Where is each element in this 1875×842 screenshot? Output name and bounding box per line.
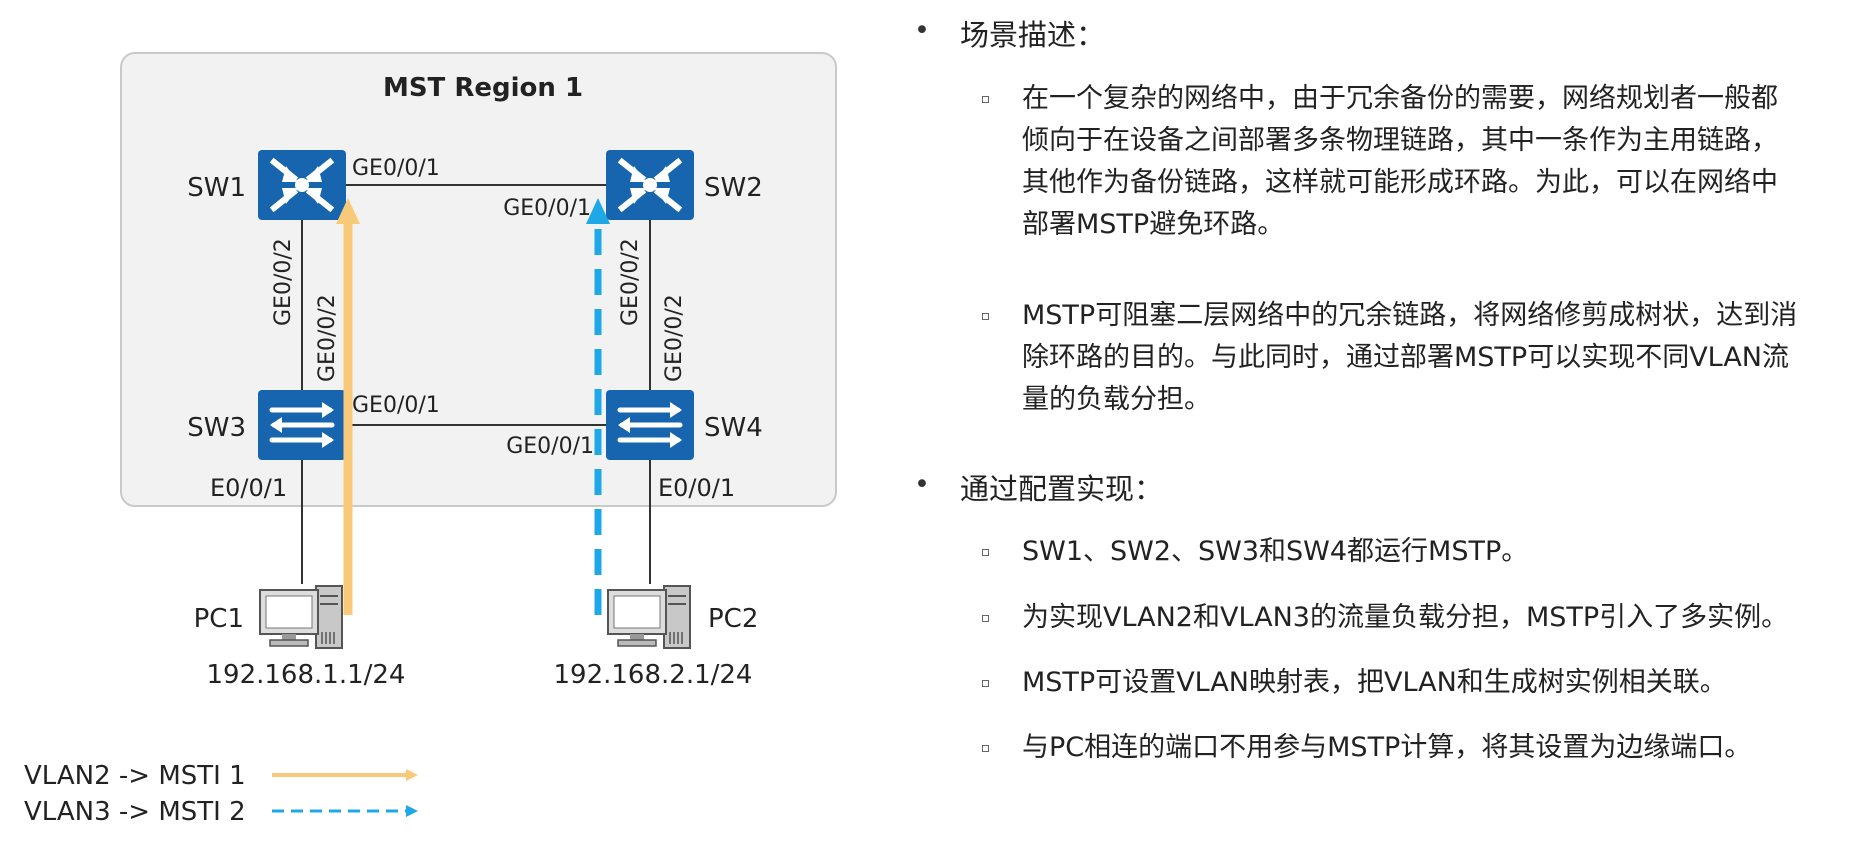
item-marker (982, 615, 989, 622)
implementation-item-2: 为实现VLAN2和VLAN3的流量负载分担，MSTP引入了多实例。 (1022, 602, 1789, 633)
item-marker (982, 96, 989, 103)
section-heading-scenario: 场景描述： (960, 18, 1106, 52)
port-sw3-e001: E0/0/1 (210, 474, 287, 502)
implementation-item-3: MSTP可设置VLAN映射表，把VLAN和生成树实例相关联。 (1022, 667, 1727, 698)
port-sw4-ge001: GE0/0/1 (506, 434, 594, 459)
sw3-label: SW3 (187, 413, 246, 443)
implementation-item-4: 与PC相连的端口不用参与MSTP计算，将其设置为边缘端口。 (1022, 732, 1752, 763)
sw2-core-switch-icon[interactable] (606, 150, 694, 220)
sw2-label: SW2 (704, 173, 763, 203)
sw1-core-switch-icon[interactable] (258, 150, 346, 220)
item-marker (982, 549, 989, 556)
port-sw1-ge001: GE0/0/1 (352, 156, 440, 181)
item-marker (982, 313, 989, 320)
msti1-path (336, 198, 360, 615)
legend-msti2-text: VLAN3 -> MSTI 2 (24, 797, 246, 827)
legend-msti1-text: VLAN2 -> MSTI 1 (24, 761, 246, 791)
pc2-computer-icon[interactable] (607, 585, 691, 649)
region-label: MST Region 1 (383, 73, 583, 103)
port-sw2-ge002: GE0/0/2 (618, 238, 643, 326)
sw1-label: SW1 (187, 173, 246, 203)
sw4-access-switch-icon[interactable] (606, 390, 694, 460)
port-sw4-ge002: GE0/0/2 (662, 294, 687, 382)
section-bullet: • (914, 15, 930, 46)
pc2-ip-address: 192.168.2.1/24 (554, 660, 753, 690)
pc1-computer-icon[interactable] (259, 585, 343, 649)
pc2-label: PC2 (708, 604, 758, 634)
port-sw1-ge002: GE0/0/2 (271, 238, 296, 326)
port-sw3-ge002: GE0/0/2 (315, 294, 340, 382)
legend-msti1-swatch (272, 769, 418, 781)
item-marker (982, 680, 989, 687)
pc1-ip-address: 192.168.1.1/24 (207, 660, 406, 690)
legend-msti2-swatch (272, 805, 418, 817)
sw4-label: SW4 (704, 413, 763, 443)
msti2-path (586, 198, 610, 615)
port-sw2-ge001: GE0/0/1 (503, 196, 591, 221)
port-sw4-e001: E0/0/1 (658, 474, 735, 502)
scenario-item-2: MSTP可阻塞二层网络中的冗余链路，将网络修剪成树状，达到消 除环路的目的。与此… (1022, 300, 1798, 415)
section-bullet: • (914, 469, 930, 500)
sw3-access-switch-icon[interactable] (258, 390, 346, 460)
description-panel: • 场景描述： 在一个复杂的网络中，由于冗余备份的需要，网络规划者一般都 倾向于… (900, 0, 1875, 842)
section-heading-implementation: 通过配置实现： (960, 472, 1164, 506)
port-sw3-ge001: GE0/0/1 (352, 393, 440, 418)
pc1-label: PC1 (194, 604, 244, 634)
implementation-item-1: SW1、SW2、SW3和SW4都运行MSTP。 (1022, 536, 1529, 567)
network-topology-diagram: MST Region 1 SW1 SW2 SW3 SW4 GE0/0/1 GE0… (24, 52, 837, 827)
item-marker (982, 745, 989, 752)
scenario-item-1: 在一个复杂的网络中，由于冗余备份的需要，网络规划者一般都 倾向于在设备之间部署多… (1022, 83, 1778, 240)
